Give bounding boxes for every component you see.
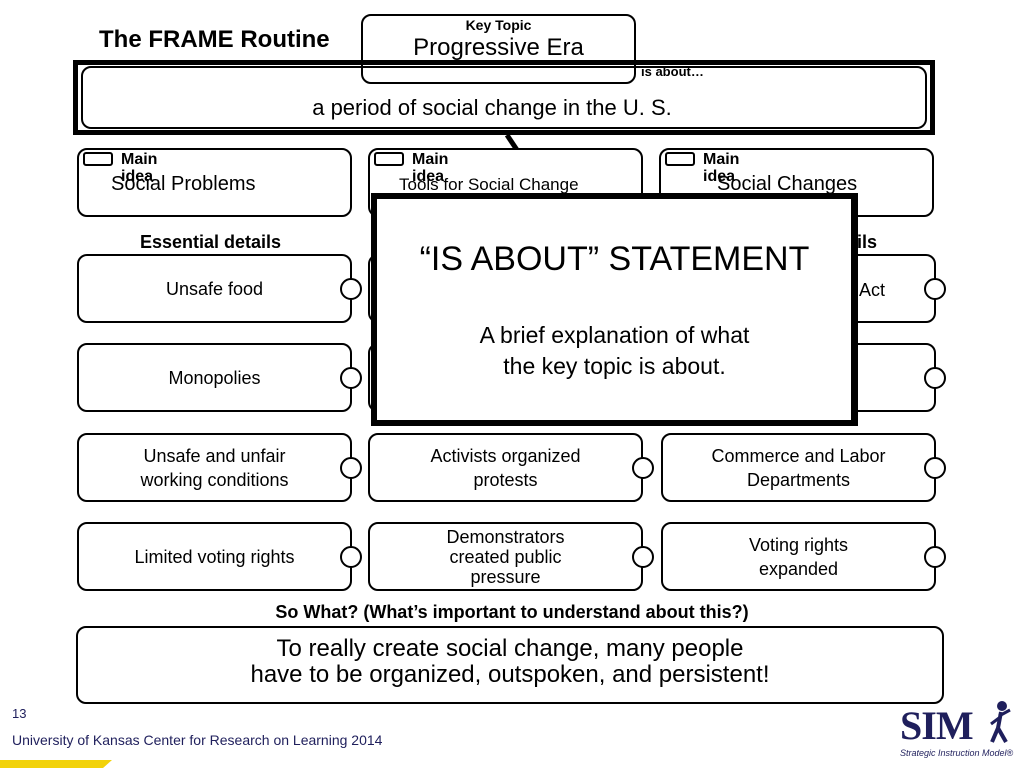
connector-circle-icon <box>924 278 946 300</box>
essential-details-heading-partial: ils <box>857 232 878 252</box>
so-what-line-1: To really create social change, many peo… <box>276 635 744 662</box>
main-idea-label: Main idea <box>703 151 740 185</box>
main-idea-title-1: Social Problems <box>111 173 256 195</box>
connector-circle-icon <box>924 367 946 389</box>
overlay-text-line-1: A brief explanation of what <box>479 322 750 348</box>
accent-bar <box>0 760 112 768</box>
sim-logo-subtitle: Strategic Instruction Model® <box>900 748 1014 758</box>
key-topic-label: Key Topic <box>465 17 532 33</box>
page-title: The FRAME Routine <box>99 26 330 53</box>
connector-circle-icon <box>340 278 362 300</box>
detail-box: Unsafe food <box>77 254 352 323</box>
is-about-box <box>81 66 927 129</box>
checkbox-icon <box>665 152 695 166</box>
essential-details-heading: Essential details <box>140 232 282 252</box>
detail-box: Limited voting rights <box>77 522 352 591</box>
main-idea-title-2: Tools for Social Change <box>399 175 579 194</box>
connector-circle-icon <box>340 546 362 568</box>
sim-logo: SIM Strategic Instruction Model® <box>898 700 1018 764</box>
so-what-statement: To really create social change, many peo… <box>76 636 944 688</box>
is-about-label: is about… <box>641 64 704 79</box>
detail-box: Activists organized protests <box>368 433 643 502</box>
connector-circle-icon <box>924 546 946 568</box>
detail-box: Commerce and Labor Departments <box>661 433 936 502</box>
detail-box: Monopolies <box>77 343 352 412</box>
connector-circle-icon <box>340 367 362 389</box>
overlay-title: “IS ABOUT” STATEMENT <box>419 240 810 278</box>
detail-box: Voting rights expanded <box>661 522 936 591</box>
sim-logo-text: SIM <box>900 703 974 748</box>
connector-circle-icon <box>632 457 654 479</box>
so-what-question: So What? (What’s important to understand… <box>275 602 749 622</box>
so-what-box <box>76 626 944 704</box>
so-what-line-2: have to be organized, outspoken, and per… <box>250 661 770 688</box>
is-about-frame <box>73 60 935 135</box>
main-idea-title-3: Social Changes <box>717 173 858 195</box>
is-about-statement: a period of social change in the U. S. <box>312 95 672 120</box>
is-about-overlay <box>371 193 858 426</box>
connector-circle-icon <box>924 457 946 479</box>
page-number: 13 <box>12 706 27 721</box>
main-idea-label: Main idea <box>412 151 449 185</box>
footer-credit: University of Kansas Center for Research… <box>12 732 383 748</box>
checkbox-icon <box>83 152 113 166</box>
main-idea-box-1 <box>77 148 352 217</box>
connector-circle-icon <box>340 457 362 479</box>
main-idea-label: Main idea <box>121 151 158 185</box>
overlay-text-line-2: the key topic is about. <box>503 353 726 379</box>
key-topic-value: Progressive Era <box>413 34 584 61</box>
detail-box: Unsafe and unfair working conditions <box>77 433 352 502</box>
connector-circle-icon <box>632 546 654 568</box>
person-icon <box>990 701 1011 743</box>
detail-box: Demonstrators created public pressure <box>368 522 643 591</box>
checkbox-icon <box>374 152 404 166</box>
detail-text-partial: Act <box>859 280 886 300</box>
key-topic-box <box>361 14 636 84</box>
